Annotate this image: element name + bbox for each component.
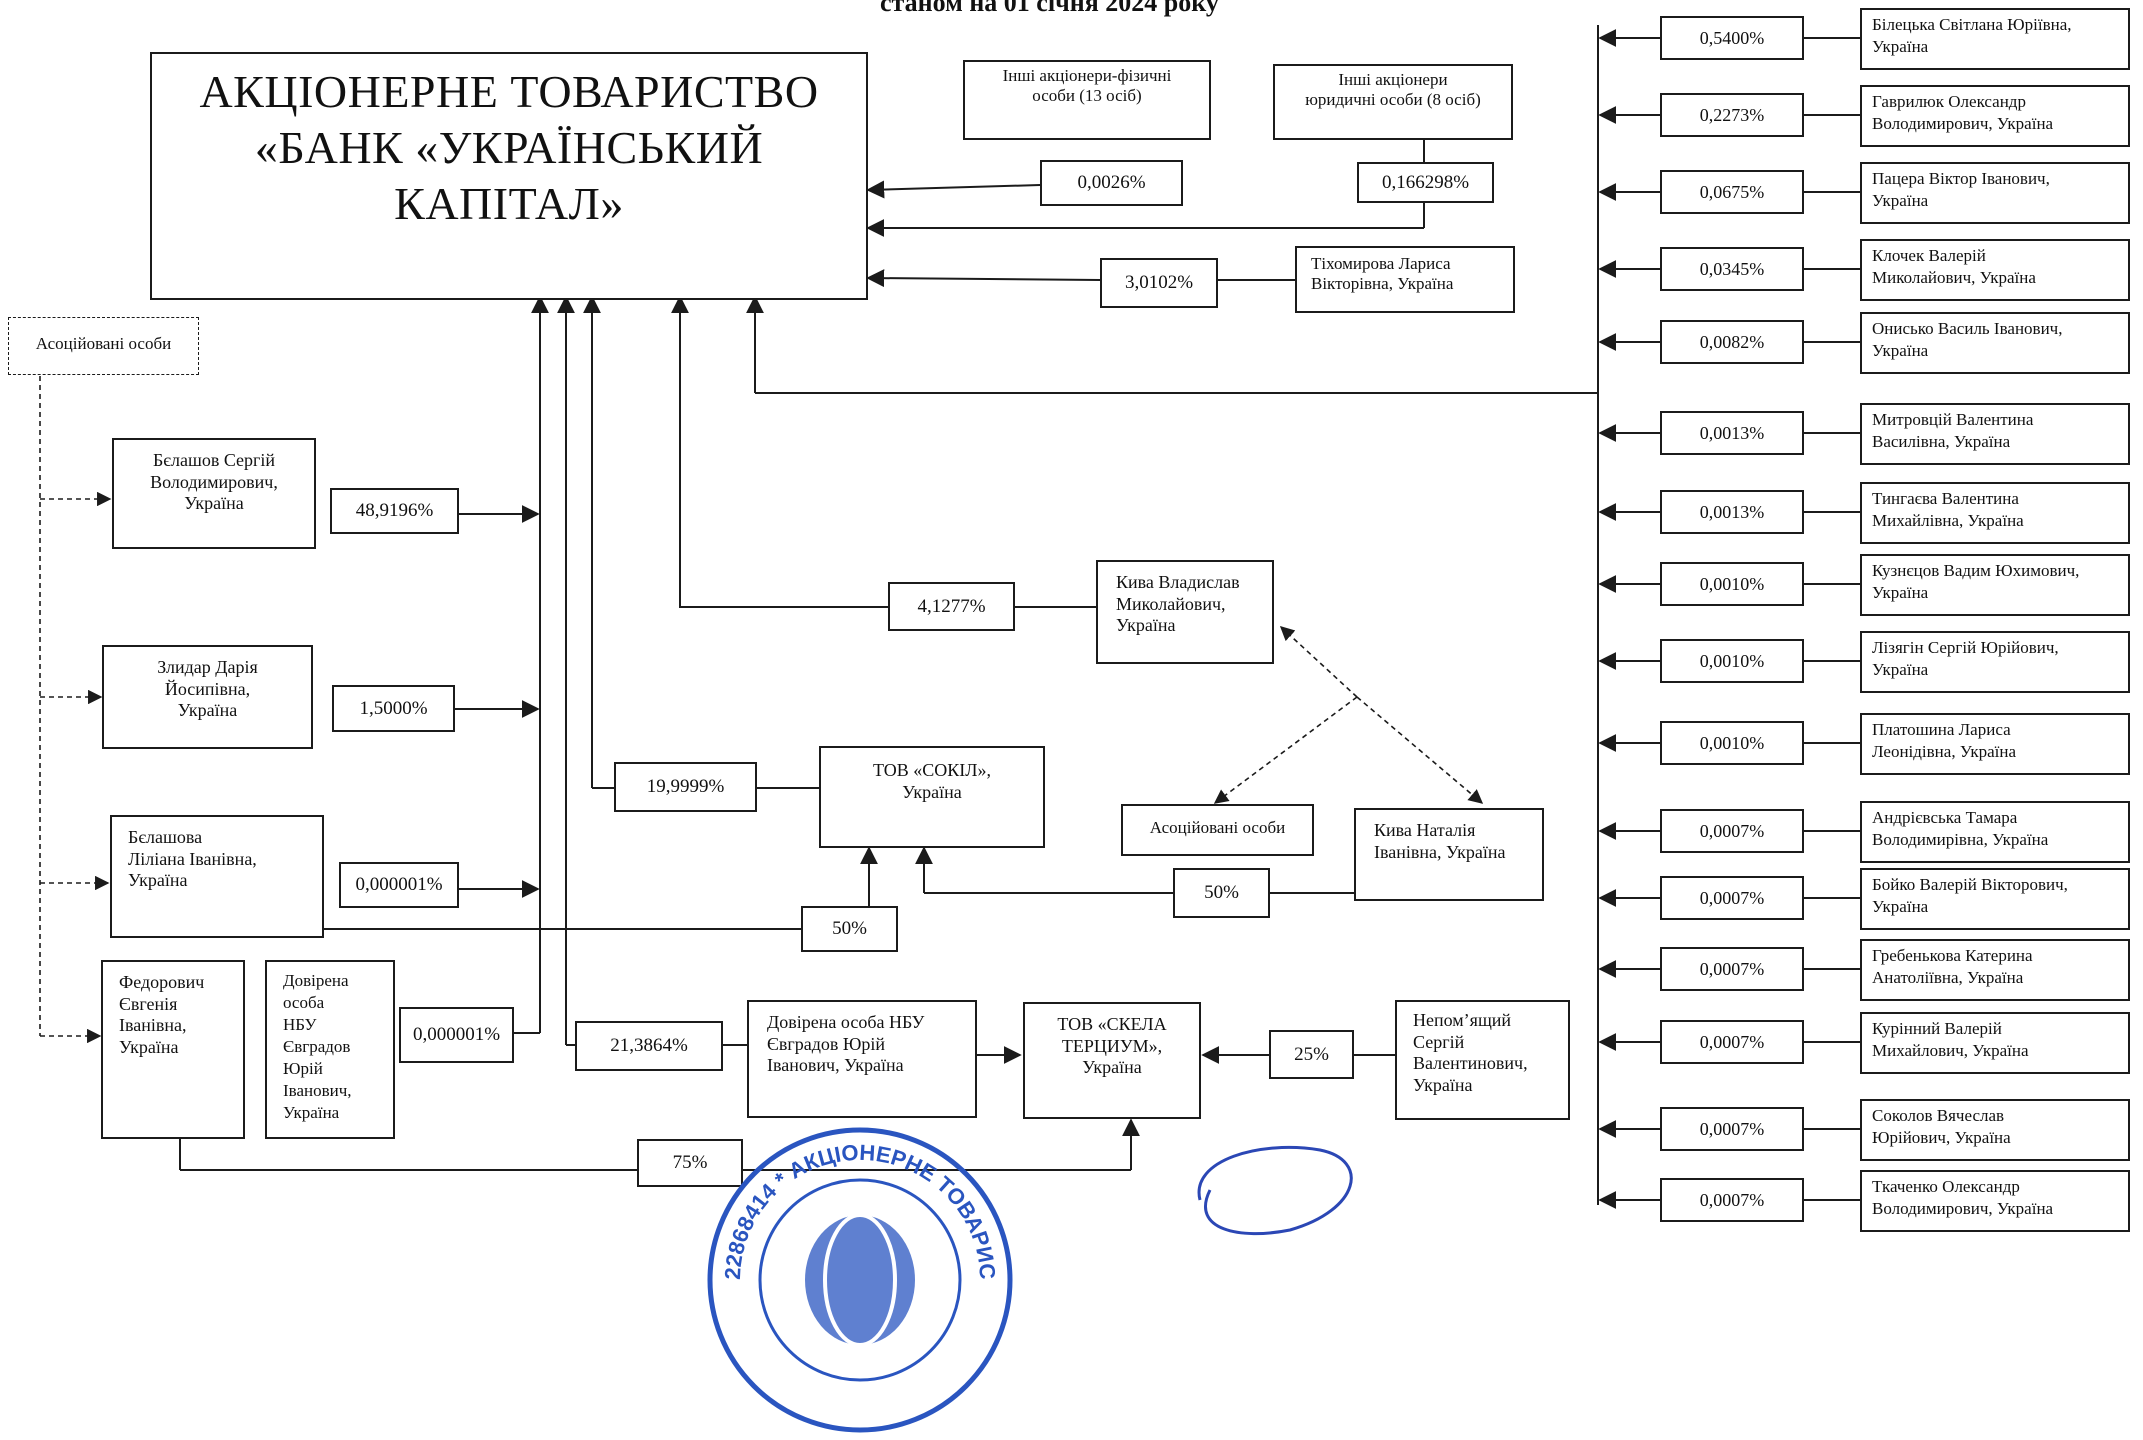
sokil-box: ТОВ «СОКІЛ», Україна <box>819 746 1045 848</box>
belashova-share: 0,000001% <box>339 862 459 908</box>
minority-shareholder-share: 0,0010% <box>1660 562 1804 606</box>
skela-box: ТОВ «СКЕЛА ТЕРЦИУМ», Україна <box>1023 1002 1201 1119</box>
minority-shareholder-share: 0,0675% <box>1660 170 1804 214</box>
fedorovych-box: Федорович Євгенія Іванівна, Україна <box>101 960 245 1139</box>
belashov-share: 48,9196% <box>330 488 459 534</box>
nepomiashchyi-share: 25% <box>1269 1030 1354 1079</box>
minority-shareholder-box: Курінний Валерій Михайлович, Україна <box>1860 1012 2130 1074</box>
kyva-vladyslav-box: Кива Владислав Миколайович, Україна <box>1096 560 1274 664</box>
minority-shareholder-share: 0,0007% <box>1660 809 1804 853</box>
minority-shareholder-share: 0,0010% <box>1660 721 1804 765</box>
minority-shareholder-share: 0,0082% <box>1660 320 1804 364</box>
fedorovych-share: 0,000001% <box>399 1007 514 1063</box>
minority-shareholder-box: Білецька Світлана Юріївна, Україна <box>1860 8 2130 70</box>
signature <box>1197 1146 1353 1236</box>
minority-shareholder-share: 0,0013% <box>1660 490 1804 534</box>
minority-shareholder-share: 0,0007% <box>1660 1020 1804 1064</box>
other-legal-entities-box: Інші акціонери юридичні особи (8 осіб) <box>1273 64 1513 140</box>
minority-shareholder-box: Онисько Василь Іванович, Україна <box>1860 312 2130 374</box>
minority-shareholder-box: Лізягін Сергій Юрійович, Україна <box>1860 631 2130 693</box>
belashov-sokil-share: 50% <box>801 906 898 952</box>
page-title: станом на 01 січня 2024 року <box>880 0 1219 17</box>
trustee-left-box: Довірена особа НБУ Євградов Юрій Іванови… <box>265 960 395 1139</box>
minority-shareholder-share: 0,0007% <box>1660 876 1804 920</box>
other-individuals-box: Інші акціонери-фізичні особи (13 осіб) <box>963 60 1211 140</box>
other-individuals-share: 0,0026% <box>1040 160 1183 206</box>
minority-shareholder-share: 0,5400% <box>1660 16 1804 60</box>
connector-layer <box>39 25 1860 1209</box>
minority-shareholder-box: Клочек Валерій Миколайович, Україна <box>1860 239 2130 301</box>
minority-shareholder-box: Митровцій Валентина Василівна, Україна <box>1860 403 2130 465</box>
trustee-mid-share: 21,3864% <box>575 1021 723 1071</box>
minority-shareholder-share: 0,0345% <box>1660 247 1804 291</box>
minority-shareholder-share: 0,0007% <box>1660 947 1804 991</box>
minority-shareholder-box: Андрієвська Тамара Володимирівна, Україн… <box>1860 801 2130 863</box>
other-legal-entities-share: 0,166298% <box>1357 162 1494 203</box>
minority-shareholder-share: 0,0007% <box>1660 1178 1804 1222</box>
minority-shareholder-box: Ткаченко Олександр Володимирович, Україн… <box>1860 1170 2130 1232</box>
minority-shareholder-box: Пацера Віктор Іванович, Україна <box>1860 162 2130 224</box>
nepomiashchyi-box: Непом’ящий Сергій Валентинович, Україна <box>1395 1000 1570 1120</box>
tikhomyrova-share: 3,0102% <box>1100 258 1218 308</box>
associated-persons-left: Асоційовані особи <box>8 317 199 375</box>
trustee-mid-box: Довірена особа НБУ Євградов Юрій Іванови… <box>747 1000 977 1118</box>
minority-shareholder-box: Гаврилюк Олександр Володимирович, Україн… <box>1860 85 2130 147</box>
minority-shareholder-share: 0,0007% <box>1660 1107 1804 1151</box>
minority-shareholder-share: 0,0013% <box>1660 411 1804 455</box>
minority-shareholder-box: Платошина Лариса Леонідівна, Україна <box>1860 713 2130 775</box>
kyva-natalia-box: Кива Наталія Іванівна, Україна <box>1354 808 1544 901</box>
bank-seal: 22868414 * АКЦІОНЕРНЕ ТОВАРИСТВО <box>700 1120 1013 1433</box>
fedorovych-skela-share: 75% <box>637 1139 743 1187</box>
minority-shareholder-box: Тингаєва Валентина Михайлівна, Україна <box>1860 482 2130 544</box>
bank-box: АКЦІОНЕРНЕ ТОВАРИСТВО «БАНК «УКРАЇНСЬКИЙ… <box>150 52 868 300</box>
minority-shareholder-box: Соколов Вячеслав Юрійович, Україна <box>1860 1099 2130 1161</box>
minority-shareholder-share: 0,0010% <box>1660 639 1804 683</box>
tikhomyrova-box: Тіхомирова Лариса Вікторівна, Україна <box>1295 246 1515 313</box>
zlydar-share: 1,5000% <box>332 685 455 732</box>
minority-shareholder-box: Кузнєцов Вадим Юхимович, Україна <box>1860 554 2130 616</box>
minority-shareholder-box: Гребенькова Катерина Анатоліївна, Україн… <box>1860 939 2130 1001</box>
belashova-box: Бєлашова Ліліана Іванівна, Україна <box>110 815 324 938</box>
minority-shareholder-share: 0,2273% <box>1660 93 1804 137</box>
zlydar-box: Злидар Дарія Йосипівна, Україна <box>102 645 313 749</box>
minority-shareholder-box: Бойко Валерій Вікторович, Україна <box>1860 868 2130 930</box>
sokil-share: 19,9999% <box>614 762 757 812</box>
kyva-natalia-share: 50% <box>1173 868 1270 918</box>
kyva-vladyslav-share: 4,1277% <box>888 582 1015 631</box>
belashov-box: Бєлашов Сергій Володимирович, Україна <box>112 438 316 549</box>
associated-persons-right: Асоційовані особи <box>1121 804 1314 856</box>
